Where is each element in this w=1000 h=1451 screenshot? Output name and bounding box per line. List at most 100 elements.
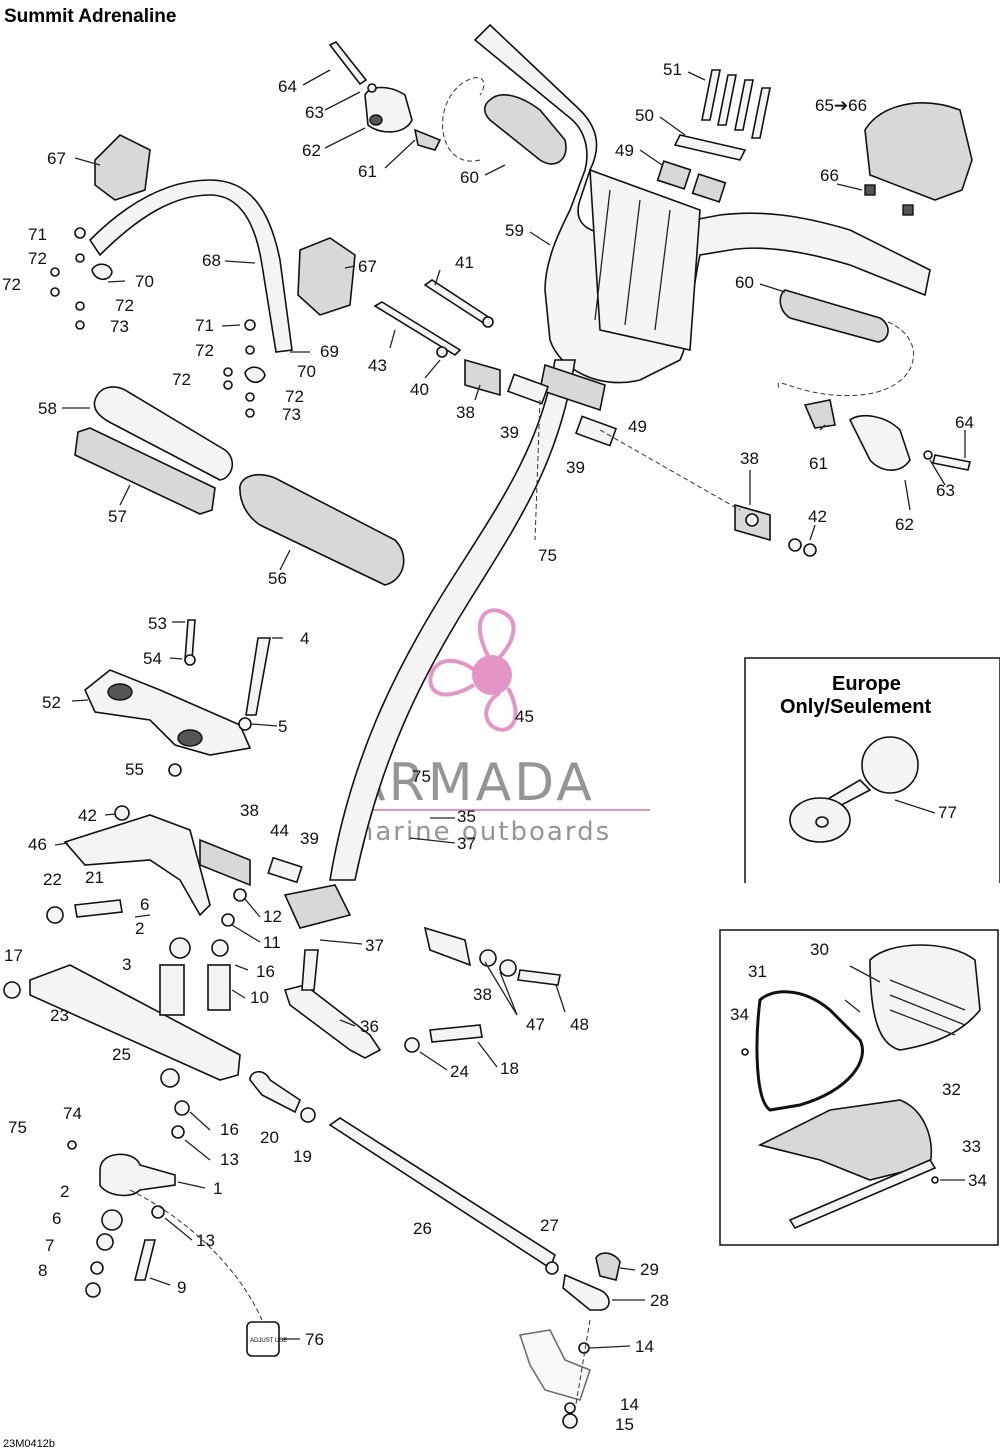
label-38: 38 <box>473 985 492 1004</box>
label-70: 70 <box>297 362 316 381</box>
bolt-43 <box>373 301 462 357</box>
label-43: 43 <box>368 356 387 375</box>
lower-assembly: ADJUST USE <box>3 619 621 1429</box>
nuts-42a <box>788 538 817 557</box>
propeller-logo <box>428 608 518 732</box>
label-59: 59 <box>505 221 524 240</box>
label-71: 71 <box>195 316 214 335</box>
pivot-arm-1 <box>99 1153 176 1197</box>
label-57: 57 <box>108 507 127 526</box>
bolt-41 <box>423 279 492 326</box>
label-29: 29 <box>640 1260 659 1279</box>
label-14: 14 <box>620 1395 639 1414</box>
throttle-housing-right <box>848 414 911 471</box>
label-77: 77 <box>938 803 957 822</box>
decal-76 <box>246 1321 280 1357</box>
inset-title-line1: Europe <box>832 673 901 695</box>
bracket-46 <box>63 814 211 917</box>
label-4: 4 <box>300 629 309 648</box>
label-21: 21 <box>85 868 104 887</box>
label-2: 2 <box>60 1182 69 1201</box>
label-19: 19 <box>293 1147 312 1166</box>
handlebar-assembly <box>328 23 973 881</box>
label-75: 75 <box>8 1118 27 1137</box>
steering-column <box>329 359 576 881</box>
label-12: 12 <box>263 907 282 926</box>
label-66: 66 <box>820 166 839 185</box>
decal-text: ADJUST USE <box>250 1338 287 1344</box>
watermark-tagline: marine outboards <box>348 817 611 847</box>
extension-assembly <box>50 134 405 586</box>
label-68: 68 <box>202 251 221 270</box>
inset-boot <box>719 929 999 1246</box>
label-64: 64 <box>278 77 297 96</box>
diagram-title: Summit Adrenaline <box>4 6 176 27</box>
label-11: 11 <box>263 933 281 952</box>
label-15: 15 <box>615 1415 634 1434</box>
boot-32 <box>757 1099 932 1181</box>
label-36: 36 <box>360 1017 379 1036</box>
sleeve-3 <box>159 964 185 1016</box>
grip-60b <box>779 289 889 343</box>
clamp-70b <box>244 366 266 384</box>
label-47: 47 <box>526 1015 545 1034</box>
label-55: 55 <box>125 760 144 779</box>
label-28: 28 <box>650 1291 669 1310</box>
label-3: 3 <box>122 955 131 974</box>
cap-29 <box>595 1252 621 1281</box>
label-32: 32 <box>942 1080 961 1099</box>
grip-60a <box>483 94 567 165</box>
label-39: 39 <box>566 458 585 477</box>
label-14: 14 <box>635 1337 654 1356</box>
label-51: 51 <box>663 60 682 79</box>
label-64: 64 <box>955 413 974 432</box>
label-72: 72 <box>2 275 21 294</box>
cover-65 <box>864 102 973 201</box>
label-44: 44 <box>270 821 289 840</box>
label-56: 56 <box>268 569 287 588</box>
label-38: 38 <box>740 449 759 468</box>
block-38a <box>464 358 501 397</box>
bar-68 <box>88 179 293 353</box>
label-23: 23 <box>50 1006 69 1025</box>
bolt-53 <box>184 619 196 661</box>
label-9: 9 <box>177 1278 186 1297</box>
tube-26 <box>328 1117 556 1270</box>
bolt-48 <box>517 969 561 986</box>
pin-36 <box>301 949 319 991</box>
block-67a <box>94 134 151 201</box>
label-54: 54 <box>143 649 162 668</box>
clamp-49b <box>691 173 727 203</box>
label-16: 16 <box>220 1120 239 1139</box>
label-42: 42 <box>808 507 827 526</box>
inset-title-line2: Only/Seulement <box>780 696 931 718</box>
label-67: 67 <box>358 257 377 276</box>
lever-36 <box>283 984 382 1059</box>
tie-rod-end-28 <box>562 1273 610 1311</box>
riser <box>589 168 701 351</box>
lever-61b <box>803 399 836 429</box>
frame-31 <box>755 990 864 1112</box>
label-22: 22 <box>43 870 62 889</box>
clamp-49a <box>656 160 692 190</box>
column-clamp-49 <box>539 363 606 412</box>
link-38d <box>423 926 472 967</box>
horn-bulb <box>861 736 919 794</box>
label-8: 8 <box>38 1261 47 1280</box>
throttle-housing-top <box>364 86 413 133</box>
label-74: 74 <box>63 1104 82 1123</box>
handlebar <box>473 23 931 384</box>
lever-61a <box>413 128 442 151</box>
label-26: 26 <box>413 1219 432 1238</box>
pad-57 <box>74 427 216 515</box>
label-33: 33 <box>962 1137 981 1156</box>
label-71: 71 <box>28 225 47 244</box>
pad-58 <box>93 386 234 481</box>
label-62: 62 <box>895 515 914 534</box>
bushing-39a <box>506 373 550 405</box>
bolts-51 <box>701 69 771 139</box>
label-72: 72 <box>285 387 304 406</box>
label-76: 76 <box>305 1330 324 1349</box>
label-38: 38 <box>456 403 475 422</box>
